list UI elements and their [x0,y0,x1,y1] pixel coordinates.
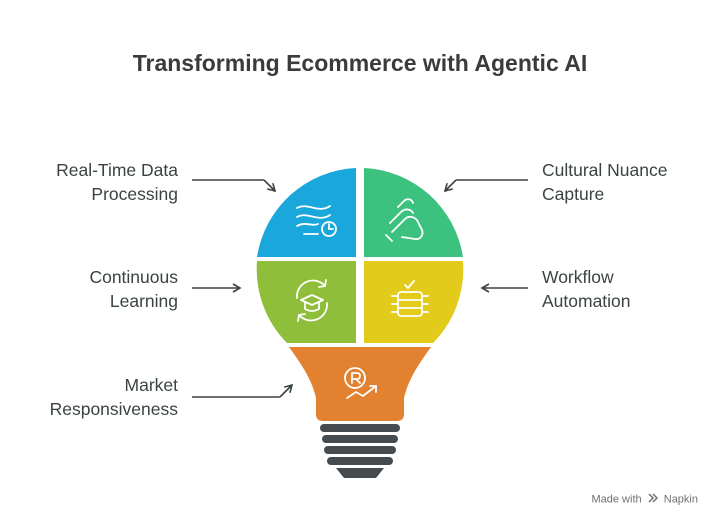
napkin-logo-icon [648,493,658,506]
label-realtime-line1: Real-Time Data [56,160,178,180]
label-workflow-line2: Automation [542,291,631,311]
label-market-line2: Responsiveness [49,399,178,419]
label-cultural: Cultural Nuance Capture [542,158,667,206]
arrow-cultural-tip [443,179,457,193]
segment-realtime [257,168,356,257]
label-learning: Continuous Learning [89,265,178,313]
data-stream-clock-icon [296,205,337,237]
segment-workflow [364,261,464,343]
page-title: Transforming Ecommerce with Agentic AI [132,50,588,76]
label-realtime: Real-Time Data Processing [56,158,178,206]
label-market-line1: Market [124,375,178,395]
arrow-realtime-tip [263,179,277,193]
workflow-check-icon [391,280,429,317]
label-realtime-line2: Processing [91,184,178,204]
graduation-cycle-icon [296,279,328,322]
label-learning-line2: Learning [109,291,178,311]
arrow-market-tip [279,383,294,398]
label-cultural-line1: Cultural Nuance [542,160,668,180]
market-growth-icon [344,367,377,399]
footer-attribution: Made with Napkin [591,493,698,506]
label-market: Market Responsiveness [50,373,178,421]
label-workflow: Workflow Automation [542,265,631,313]
hands-icon [385,198,424,242]
footer-brand: Napkin [663,493,698,506]
segment-market [289,347,431,421]
label-workflow-line1: Workflow [542,267,614,287]
label-learning-line1: Continuous [89,267,178,287]
footer-made-with: Made with [591,493,642,506]
label-cultural-line2: Capture [542,184,605,204]
bulb-base [320,424,400,478]
